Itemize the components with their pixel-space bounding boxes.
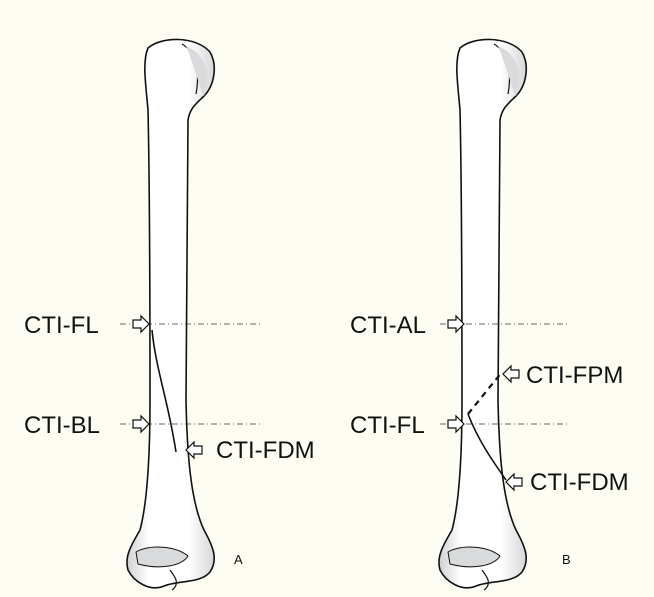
label-cti-fpm-b: CTI-FPM <box>526 362 623 389</box>
humerus-a <box>127 39 214 590</box>
arrow-icon <box>506 474 522 490</box>
arrow-icon <box>133 316 149 332</box>
arrow-icon <box>133 416 149 432</box>
label-cti-fdm-b: CTI-FDM <box>530 469 629 496</box>
label-cti-fdm-a: CTI-FDM <box>216 437 315 464</box>
label-cti-bl-a: CTI-BL <box>24 412 100 439</box>
label-cti-al-b: CTI-AL <box>350 312 426 339</box>
humerus-b <box>439 39 526 590</box>
label-cti-fl-a: CTI-FL <box>24 312 99 339</box>
panel-letter-a: A <box>234 552 243 567</box>
arrow-icon <box>503 366 519 382</box>
label-cti-fl-b: CTI-FL <box>350 412 425 439</box>
panel-letter-b: B <box>562 552 571 567</box>
